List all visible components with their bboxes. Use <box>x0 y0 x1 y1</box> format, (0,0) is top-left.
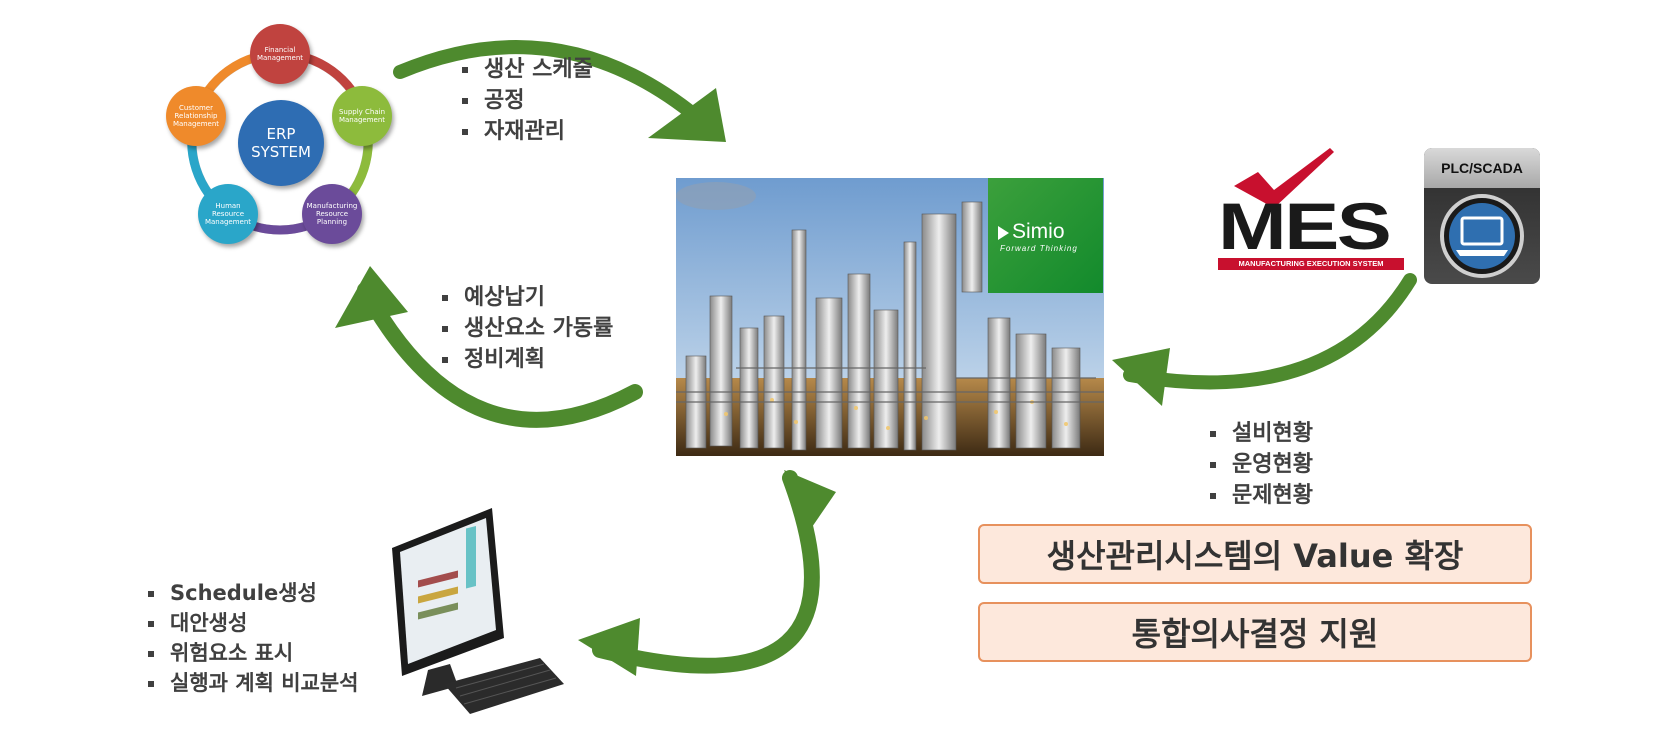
list-plant-to-erp: 예상납기 생산요소 가동률 정비계획 <box>440 282 613 375</box>
arrow-plant-to-erp <box>357 282 643 428</box>
list-item: 운영현황 <box>1208 449 1313 480</box>
list-item: 정비계획 <box>440 344 613 375</box>
erp-center-node: ERP SYSTEM <box>238 100 324 186</box>
arrowhead-plant-to-erp <box>335 266 408 328</box>
arrow-plant-to-computer <box>592 470 820 674</box>
erp-node-label: Supply Chain Management <box>338 108 386 124</box>
erp-node-label: Customer Relationship Management <box>172 104 220 128</box>
value-box-decision-support: 통합의사결정 지원 <box>978 602 1532 662</box>
list-item: 자재관리 <box>460 116 593 147</box>
list-item: 위험요소 표시 <box>146 638 359 668</box>
erp-node-label: Manufacturing Resource Planning <box>306 202 358 226</box>
erp-center-label: ERP SYSTEM <box>251 125 311 161</box>
list-item: 설비현황 <box>1208 418 1313 449</box>
simio-name: Simio <box>1012 220 1065 243</box>
value-box-label: 생산관리시스템의 Value 확장 <box>1046 537 1464 575</box>
erp-node-customer: Customer Relationship Management <box>166 86 226 146</box>
simio-logo: Simio Forward Thinking <box>988 178 1103 293</box>
plc-scada-icon: PLC/SCADA <box>1424 148 1540 284</box>
list-item: 생산 스케줄 <box>460 54 593 85</box>
arrowhead-mes-to-plant <box>1112 348 1170 406</box>
erp-node-supply-chain: Supply Chain Management <box>332 86 392 146</box>
erp-node-label: Financial Management <box>256 46 304 62</box>
erp-node-human-resource: Human Resource Management <box>198 184 258 244</box>
list-erp-to-plant: 생산 스케줄 공정 자재관리 <box>460 54 593 147</box>
list-item: 문제현황 <box>1208 480 1313 511</box>
arrow-mes-to-plant <box>1123 273 1417 390</box>
erp-node-financial: Financial Management <box>250 24 310 84</box>
arrow-erp-to-plant <box>393 40 705 125</box>
plc-scada-label: PLC/SCADA <box>1424 148 1540 188</box>
list-item: 실행과 계획 비교분석 <box>146 668 359 698</box>
value-box-expansion: 생산관리시스템의 Value 확장 <box>978 524 1532 584</box>
mes-wordmark: MES <box>1218 189 1392 263</box>
simio-tagline: Forward Thinking <box>1000 244 1078 253</box>
arrowhead-to-computer <box>578 618 640 676</box>
laptop-icon <box>1440 194 1524 278</box>
list-computer-functions: Schedule생성 대안생성 위험요소 표시 실행과 계획 비교분석 <box>146 578 359 698</box>
play-icon <box>998 226 1009 240</box>
refinery-plant-image <box>676 178 1104 456</box>
arrowhead-erp-to-plant <box>648 88 726 142</box>
erp-node-manufacturing: Manufacturing Resource Planning <box>302 184 362 244</box>
arrowhead-plant-to-computer <box>784 470 836 530</box>
list-item: Schedule생성 <box>146 578 359 608</box>
computer-monitor-icon <box>392 508 564 714</box>
list-item: 공정 <box>460 85 593 116</box>
mes-subtitle: MANUFACTURING EXECUTION SYSTEM <box>1218 258 1404 270</box>
checkmark-icon <box>1234 148 1334 208</box>
list-mes-status: 설비현황 운영현황 문제현황 <box>1208 418 1313 511</box>
erp-node-label: Human Resource Management <box>204 202 252 226</box>
list-item: 대안생성 <box>146 608 359 638</box>
list-item: 예상납기 <box>440 282 613 313</box>
value-box-label: 통합의사결정 지원 <box>1131 615 1379 653</box>
erp-system-diagram: ERP SYSTEM Financial Management Supply C… <box>160 20 410 260</box>
list-item: 생산요소 가동률 <box>440 313 613 344</box>
